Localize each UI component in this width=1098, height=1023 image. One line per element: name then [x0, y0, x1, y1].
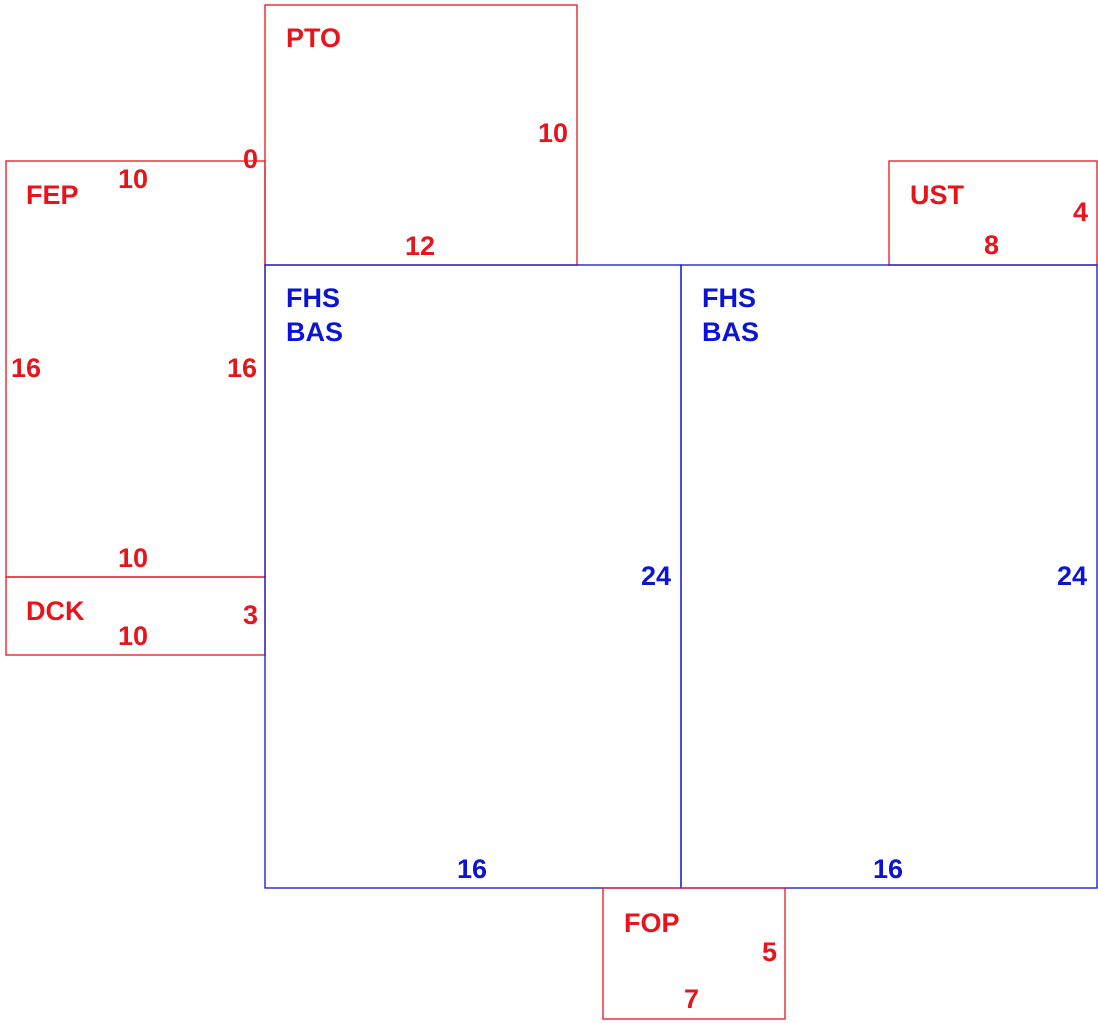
area-fep-dim-right: 16 — [227, 353, 257, 383]
area-dck-dim-right: 3 — [243, 600, 258, 630]
area-dck: DCK 3 10 — [5, 576, 266, 656]
area-ust-code: UST — [910, 180, 965, 210]
area-fhs-left-dim-bottom: 16 — [457, 854, 487, 884]
area-pto-code: PTO — [286, 23, 341, 53]
area-fop-code: FOP — [624, 908, 680, 938]
area-fep-dim-top: 10 — [118, 164, 148, 194]
area-pto-dim-bottom: 12 — [405, 231, 435, 261]
area-fep-dim-left: 16 — [11, 353, 41, 383]
area-ust-dim-bottom: 8 — [984, 230, 999, 260]
area-fhs-left: FHS BAS 24 16 — [264, 264, 682, 889]
area-fop-dim-right: 5 — [762, 937, 777, 967]
area-fhs-left-outline — [264, 264, 682, 889]
area-fhs-left-code2: BAS — [286, 317, 343, 347]
area-pto-dim-right: 10 — [538, 118, 568, 148]
area-dck-code: DCK — [26, 596, 85, 626]
area-fhs-left-dim-right: 24 — [641, 561, 671, 591]
area-fhs-left-code: FHS — [286, 283, 340, 313]
area-fhs-right-outline — [680, 264, 1098, 889]
area-dck-dim-bottom: 10 — [118, 621, 148, 651]
area-fhs-right-code2: BAS — [702, 317, 759, 347]
area-fop-outline — [602, 887, 786, 1020]
area-fop: FOP 5 7 — [602, 887, 786, 1020]
area-fop-dim-bottom: 7 — [684, 984, 699, 1014]
area-fhs-right-dim-bottom: 16 — [873, 854, 903, 884]
area-pto-dim-offset: 0 — [243, 144, 258, 174]
area-pto: PTO 10 12 0 — [243, 4, 578, 266]
area-fhs-right-dim-right: 24 — [1057, 561, 1087, 591]
area-fhs-right-code: FHS — [702, 283, 756, 313]
area-ust: UST 4 8 — [888, 160, 1098, 266]
area-ust-dim-right: 4 — [1073, 197, 1088, 227]
area-fep: FEP 10 16 16 10 — [5, 160, 266, 578]
area-fhs-right: FHS BAS 24 16 — [680, 264, 1098, 889]
area-fep-code: FEP — [26, 180, 79, 210]
area-fep-dim-bottom: 10 — [118, 543, 148, 573]
